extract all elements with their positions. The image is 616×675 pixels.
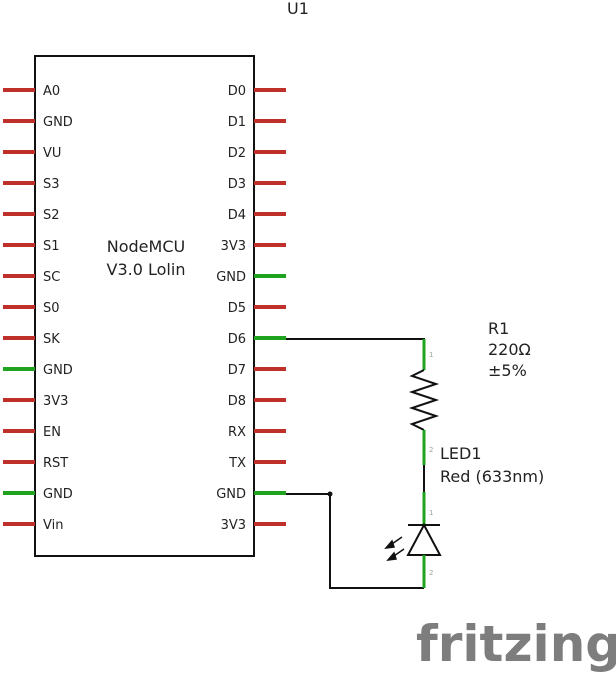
mcu-name-line1: NodeMCU — [107, 237, 185, 256]
pin-label-left: GND — [43, 363, 73, 378]
pin-label-right: D5 — [228, 301, 246, 316]
led-pin1-number: 1 — [429, 509, 433, 517]
pin-label-left: GND — [43, 487, 73, 502]
led-emission-arrows-icon — [384, 536, 405, 561]
led-triangle — [406, 522, 442, 556]
wires — [286, 338, 425, 589]
pin-label-left: 3V3 — [43, 394, 68, 409]
resistor-ref: R1 — [488, 319, 509, 338]
pin-label-right: RX — [228, 425, 246, 440]
pin-label-right: D4 — [228, 208, 246, 223]
wire-gnd-to-led — [286, 493, 424, 589]
pin-label-left: EN — [43, 425, 61, 440]
pin-label-left: S2 — [43, 208, 60, 223]
pin-label-right: 3V3 — [221, 239, 246, 254]
pin-label-right: D2 — [228, 146, 246, 161]
pin-label-left: S0 — [43, 301, 60, 316]
resistor-zigzag — [408, 369, 440, 431]
pin-label-left: Vin — [43, 518, 63, 533]
pin-label-left: VU — [43, 146, 61, 161]
led-pin2-number: 2 — [429, 569, 433, 577]
pin-label-right: D8 — [228, 394, 246, 409]
pin-label-right: D0 — [228, 84, 246, 99]
pin-label-right: 3V3 — [221, 518, 246, 533]
wire-d6-to-r1 — [286, 338, 425, 357]
resistor-pin2-number: 2 — [429, 446, 433, 454]
pin-label-left: RST — [43, 456, 68, 471]
resistor-pin1-number: 1 — [429, 351, 433, 359]
resistor-r1: 1 2 R1 220Ω ±5% — [408, 319, 531, 465]
led-led1: 1 2 LED1 Red (633nm) — [384, 444, 544, 588]
pin-label-right: GND — [216, 270, 246, 285]
pin-label-right: D6 — [228, 332, 246, 347]
pin-label-left: S1 — [43, 239, 60, 254]
pin-label-right: D3 — [228, 177, 246, 192]
pin-label-left: S3 — [43, 177, 60, 192]
pin-label-left: GND — [43, 115, 73, 130]
resistor-value: 220Ω — [488, 340, 531, 359]
led-ref: LED1 — [440, 444, 482, 463]
pin-label-left: A0 — [43, 84, 60, 99]
mcu-ref-label: U1 — [287, 0, 309, 18]
led-value: Red (633nm) — [440, 467, 544, 486]
wire-junction — [327, 491, 333, 497]
fritzing-logo: fritzing — [416, 615, 616, 673]
mcu-name-line2: V3.0 Lolin — [107, 260, 186, 279]
resistor-tolerance: ±5% — [488, 361, 527, 380]
mcu-body — [34, 55, 255, 557]
pin-label-right: GND — [216, 487, 246, 502]
pin-label-left: SC — [43, 270, 60, 285]
pin-label-right: D1 — [228, 115, 246, 130]
pin-label-left: SK — [43, 332, 60, 347]
pin-label-right: D7 — [228, 363, 246, 378]
pin-label-right: TX — [228, 456, 246, 471]
